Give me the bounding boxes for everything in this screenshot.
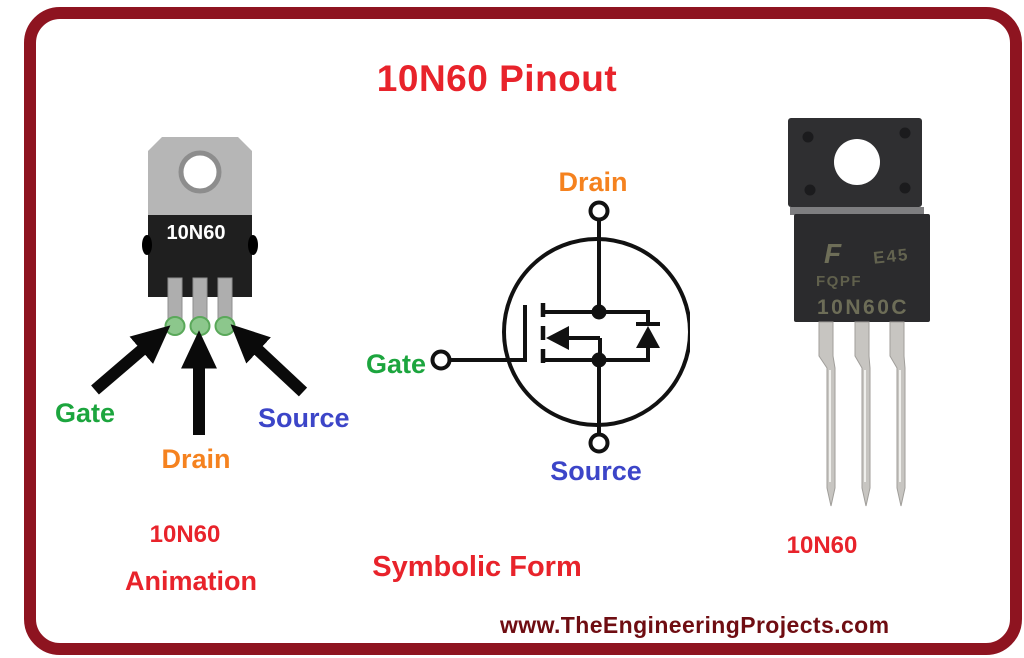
- diode-triangle: [636, 326, 660, 348]
- marking-part: 10N60C: [817, 296, 909, 319]
- animation-caption: Animation: [125, 566, 257, 596]
- gate-terminal: [430, 349, 452, 371]
- source-label: Source: [258, 403, 350, 433]
- drain-pin: [192, 277, 208, 323]
- photo-band: [790, 207, 924, 215]
- photo-mounting-hole: [834, 139, 880, 185]
- mold-dot: [802, 131, 814, 143]
- source-arrow: [230, 324, 308, 397]
- gate-label: Gate: [55, 398, 115, 428]
- symbol-panel: Drain Gate Source: [360, 140, 692, 590]
- body-arrow: [546, 326, 569, 350]
- right-notch: [248, 235, 258, 255]
- mold-dot: [899, 182, 911, 194]
- drain-label: Drain: [161, 444, 230, 474]
- diode-branch-top: [599, 310, 650, 324]
- gate-arrow: [91, 325, 171, 395]
- animation-panel: 10N60 Gate Drain Source 10N60 Animation: [40, 120, 380, 600]
- drain-terminal: [588, 200, 610, 222]
- source-terminal: [588, 432, 610, 454]
- to220f-photo: F E45 FQPF 10N60C 10N60: [787, 118, 930, 559]
- diode-branch-bottom: [599, 348, 650, 362]
- animation-caption-part: 10N60: [150, 521, 221, 548]
- fairchild-logo: F: [824, 238, 842, 269]
- symbol-caption: Symbolic Form: [372, 551, 582, 583]
- photo-body: [794, 214, 930, 322]
- gate-pin: [167, 277, 183, 323]
- marking-code: E45: [872, 245, 910, 268]
- symbol-source-label: Source: [550, 456, 642, 486]
- photo-leg-1: [818, 321, 836, 507]
- website-url: www.TheEngineeringProjects.com: [500, 612, 890, 638]
- mosfet-symbol: Drain Gate Source: [366, 167, 692, 583]
- gate-pin-tip: [164, 316, 186, 336]
- mounting-hole: [178, 150, 222, 194]
- mold-dot: [804, 184, 816, 196]
- drain-pin-tip: [189, 316, 211, 336]
- photo-panel: F E45 FQPF 10N60C 10N60: [740, 110, 1000, 570]
- to220-drawing: 10N60 Gate Drain Source 10N60 Animation: [55, 137, 350, 596]
- marking-prefix: FQPF: [816, 273, 862, 290]
- page-title: 10N60 Pinout: [376, 58, 618, 99]
- photo-leg-3: [889, 321, 906, 507]
- left-notch: [142, 235, 152, 255]
- source-pin: [217, 277, 233, 323]
- symbol-drain-label: Drain: [558, 167, 627, 197]
- source-pin-tip: [214, 316, 236, 336]
- symbol-gate-label: Gate: [366, 349, 426, 379]
- photo-caption: 10N60: [787, 532, 858, 559]
- chip-part-number: 10N60: [167, 222, 226, 244]
- mold-dot: [899, 127, 911, 139]
- photo-leg-2: [854, 321, 871, 507]
